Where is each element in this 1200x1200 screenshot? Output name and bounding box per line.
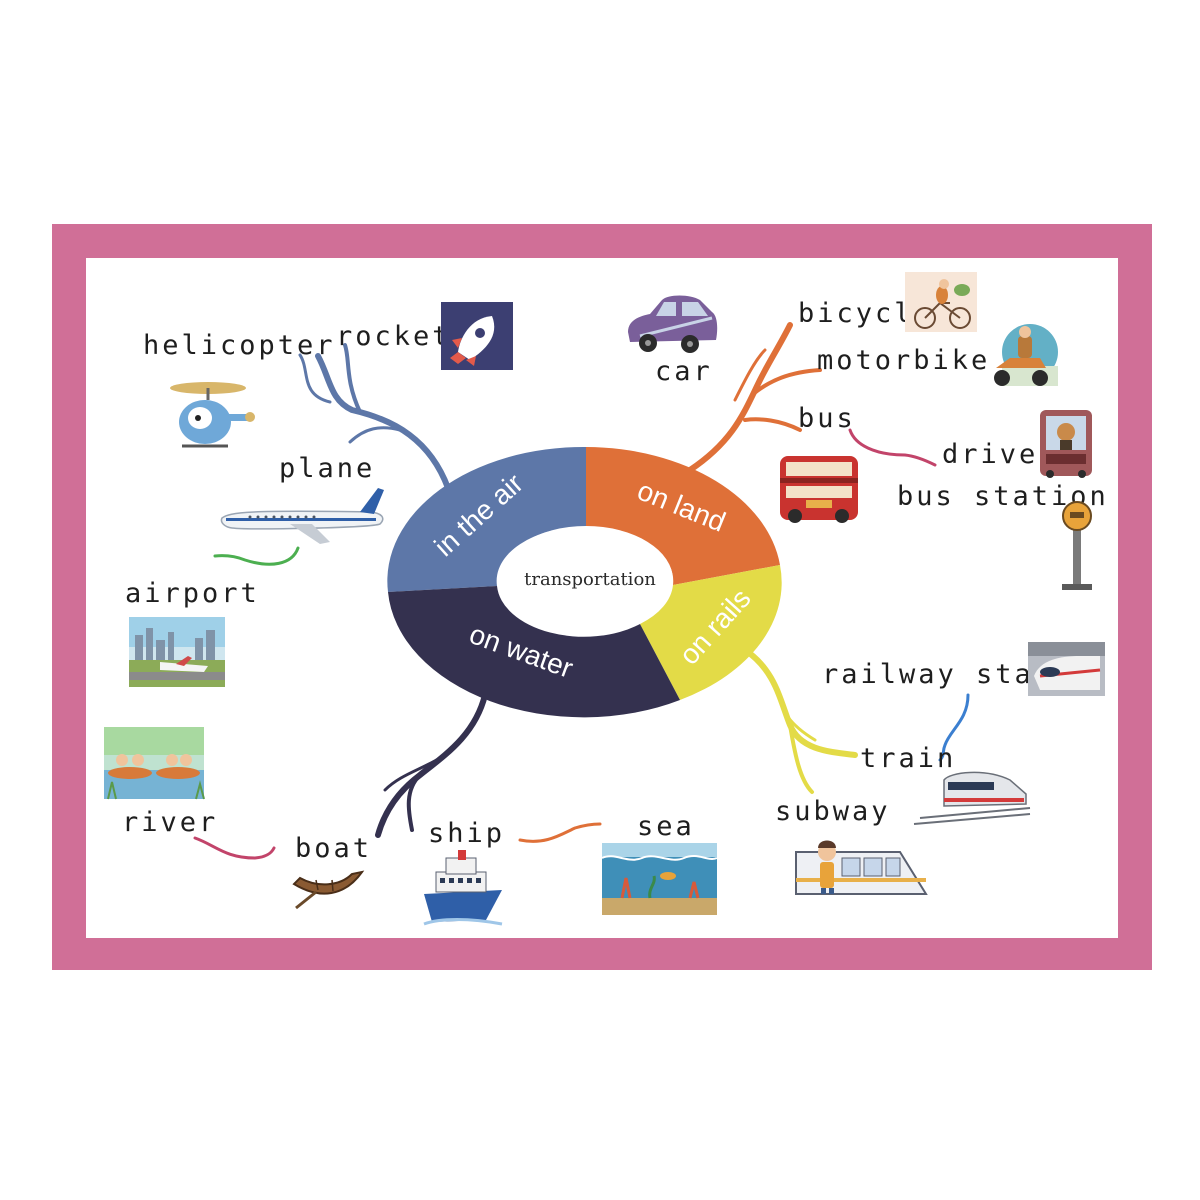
land-branch — [687, 322, 822, 473]
rocket-picture — [441, 302, 513, 370]
rails-branch — [742, 647, 858, 794]
segment-on-rails[interactable] — [640, 565, 782, 700]
bus-stop-picture — [1062, 501, 1092, 590]
water-branch — [375, 692, 488, 838]
air-branch — [298, 343, 451, 491]
subway-picture — [795, 840, 928, 895]
driver-picture — [1040, 410, 1092, 478]
motorbike-picture — [994, 324, 1058, 386]
airport-picture — [129, 617, 225, 687]
word-sea: sea — [637, 811, 695, 842]
central-ring: transportation in the air on land on rai… — [387, 446, 782, 718]
segment-on-land[interactable] — [586, 447, 780, 585]
word-plane: plane — [279, 453, 375, 484]
railway-station-picture — [1028, 642, 1105, 696]
center-label: transportation — [524, 569, 656, 590]
river-branch — [193, 836, 276, 860]
word-airport: airport — [125, 578, 260, 609]
word-river: river — [122, 807, 218, 838]
word-ship: ship — [428, 818, 505, 849]
word-boat: boat — [295, 833, 372, 864]
bus-branch — [848, 428, 937, 467]
word-rocket: rocket — [336, 321, 452, 352]
car-picture — [628, 295, 718, 353]
airport-branch — [213, 546, 300, 566]
word-car: car — [655, 356, 713, 387]
helicopter-picture — [170, 382, 255, 448]
river-picture — [104, 727, 205, 800]
word-driver: driver — [942, 439, 1058, 470]
train-picture — [913, 771, 1031, 825]
word-motorbike: motorbike — [817, 345, 990, 376]
boat-picture — [292, 870, 365, 910]
sea-branch — [518, 822, 602, 843]
plane-picture — [220, 488, 384, 544]
segment-on-water[interactable] — [388, 586, 680, 718]
bicycle-picture — [905, 272, 977, 332]
word-subway: subway — [775, 796, 891, 827]
segment-in-the-air[interactable] — [387, 446, 586, 592]
word-bicycle: bicycl — [798, 298, 914, 329]
word-helicopter: helicopter — [143, 330, 336, 361]
word-train: train — [860, 743, 956, 774]
sea-picture — [601, 843, 718, 915]
ship-picture — [423, 850, 503, 926]
word-bus: bus — [798, 403, 856, 434]
bus-picture — [780, 456, 858, 523]
railway-branch — [938, 693, 970, 762]
